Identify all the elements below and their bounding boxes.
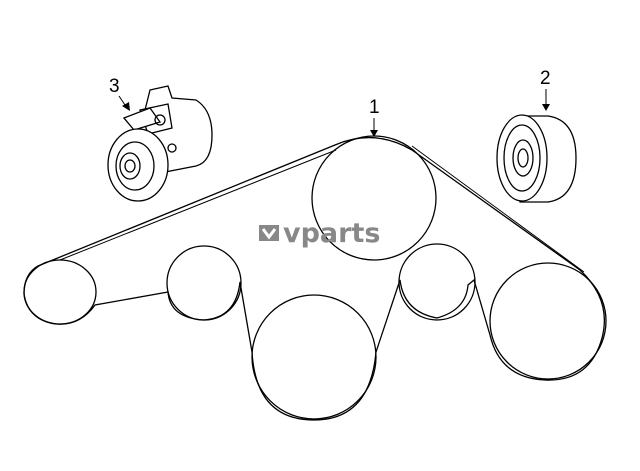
callout-2-label: 2 (540, 68, 551, 89)
belt-outline (23, 136, 606, 421)
callout-3: 3 (109, 76, 130, 111)
belt-tensioner-icon (107, 85, 213, 202)
brand-mark-icon (259, 225, 279, 241)
idler-pulley-icon (496, 114, 577, 203)
bottom-pulley (251, 294, 377, 420)
right-pulley (489, 262, 607, 380)
watermark-logo: vparts (258, 216, 380, 250)
callout-2: 2 (540, 68, 551, 111)
watermark-text: vparts (283, 217, 381, 249)
belt-icon (23, 135, 607, 421)
callout-1-label: 1 (369, 97, 380, 118)
belt-inner-edge (59, 145, 585, 273)
callout-1: 1 (369, 97, 380, 137)
idler-right-pulley (398, 243, 476, 321)
callout-3-label: 3 (109, 76, 120, 97)
